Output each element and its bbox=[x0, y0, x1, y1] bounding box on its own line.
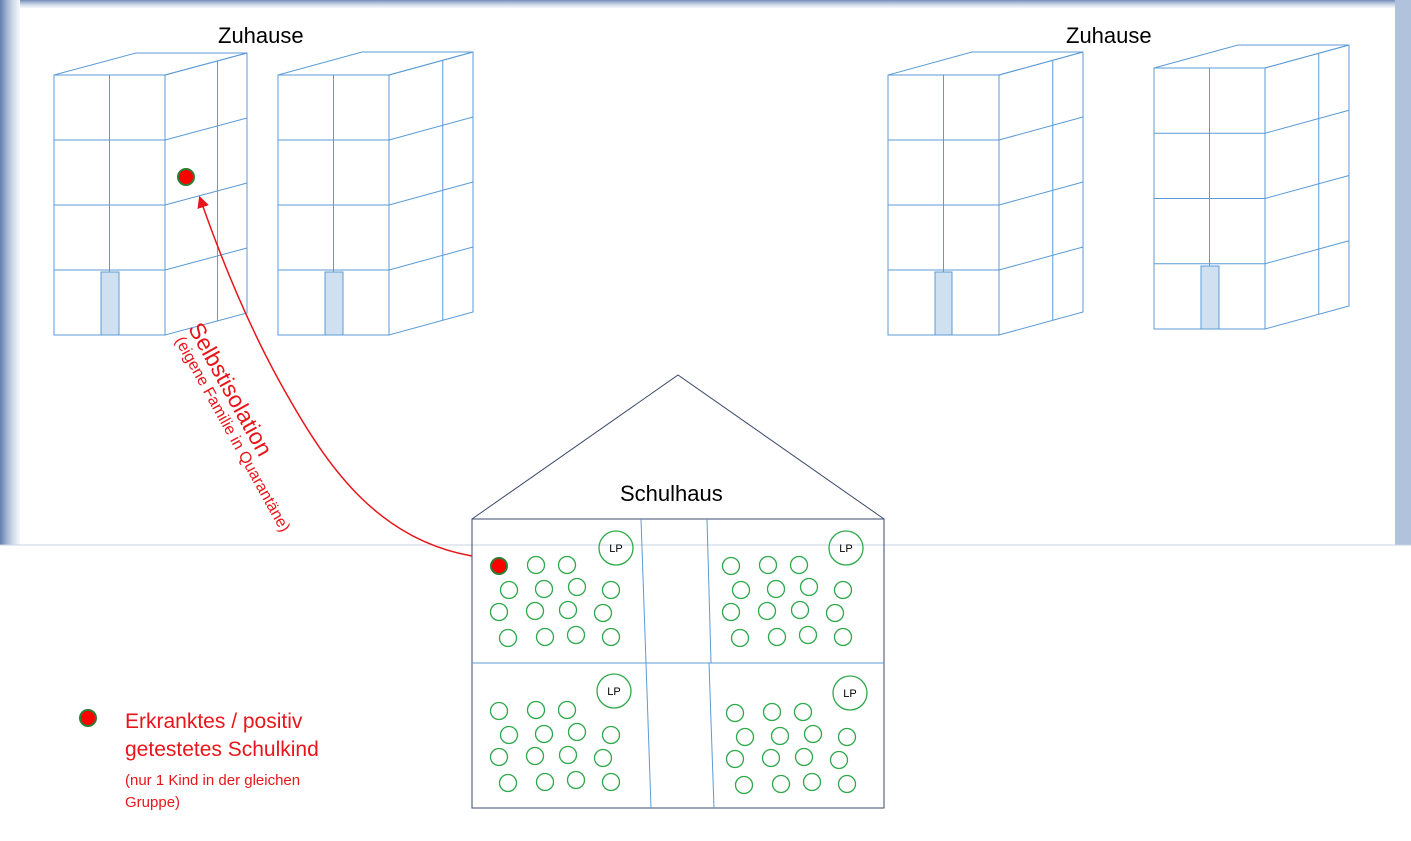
legend-title-line1: Erkranktes / positiv bbox=[125, 710, 303, 733]
sick-child-icon bbox=[490, 557, 508, 575]
door bbox=[934, 271, 953, 336]
child-icon bbox=[566, 625, 586, 645]
child-icon bbox=[734, 775, 754, 795]
school-label: Schulhaus bbox=[620, 481, 723, 506]
child-icon bbox=[837, 727, 857, 747]
child-icon bbox=[770, 726, 790, 746]
child-icon bbox=[725, 749, 745, 769]
child-icon bbox=[771, 774, 791, 794]
sick-child-at-home-icon bbox=[177, 168, 195, 186]
child-icon bbox=[721, 556, 741, 576]
child-icon bbox=[525, 601, 545, 621]
child-icon bbox=[601, 580, 621, 600]
child-icon bbox=[525, 746, 545, 766]
child-icon bbox=[798, 625, 818, 645]
legend: Erkranktes / positiv getestetes Schulkin… bbox=[125, 708, 319, 814]
child-icon bbox=[766, 579, 786, 599]
child-icon bbox=[567, 577, 587, 597]
child-icon bbox=[489, 747, 509, 767]
child-icon bbox=[499, 725, 519, 745]
child-icon bbox=[735, 727, 755, 747]
door bbox=[324, 271, 344, 336]
child-icon bbox=[557, 555, 577, 575]
legend-note-line2: Gruppe) bbox=[125, 794, 181, 811]
child-icon bbox=[499, 580, 519, 600]
child-icon bbox=[758, 555, 778, 575]
child-icon bbox=[790, 600, 810, 620]
child-icon bbox=[757, 601, 777, 621]
child-icon bbox=[837, 774, 857, 794]
child-icon bbox=[534, 724, 554, 744]
legend-sick-child-icon bbox=[79, 709, 97, 727]
child-icon bbox=[833, 627, 853, 647]
legend-title-line2: getestetes Schulkind bbox=[125, 738, 319, 761]
classroom-top-left: LP bbox=[489, 530, 634, 648]
child-icon bbox=[535, 772, 555, 792]
child-icon bbox=[731, 580, 751, 600]
child-icon bbox=[498, 773, 518, 793]
door bbox=[1200, 265, 1220, 330]
child-icon bbox=[489, 701, 509, 721]
child-icon bbox=[725, 703, 745, 723]
child-icon bbox=[534, 579, 554, 599]
home-left-label: Zuhause bbox=[218, 23, 304, 48]
classroom-bottom-right: LP bbox=[725, 675, 868, 795]
child-icon bbox=[767, 627, 787, 647]
child-icon bbox=[730, 628, 750, 648]
child-icon bbox=[498, 628, 518, 648]
school-building: LP LP LP LP bbox=[471, 374, 885, 809]
child-icon bbox=[601, 627, 621, 647]
teacher-label: LP bbox=[609, 543, 622, 555]
child-icon bbox=[799, 577, 819, 597]
classroom-bottom-left: LP bbox=[489, 673, 632, 793]
child-icon bbox=[558, 745, 578, 765]
child-icon bbox=[825, 603, 845, 623]
child-icon bbox=[833, 580, 853, 600]
child-icon bbox=[721, 602, 741, 622]
child-icon bbox=[793, 702, 813, 722]
child-icon bbox=[566, 770, 586, 790]
teacher-label: LP bbox=[607, 686, 620, 698]
building-home-left-2 bbox=[277, 51, 474, 336]
child-icon bbox=[802, 772, 822, 792]
child-icon bbox=[789, 555, 809, 575]
building-home-right-2 bbox=[1153, 44, 1350, 330]
teacher-label: LP bbox=[843, 688, 856, 700]
child-icon bbox=[557, 700, 577, 720]
child-icon bbox=[794, 747, 814, 767]
child-icon bbox=[526, 555, 546, 575]
child-icon bbox=[567, 722, 587, 742]
teacher-icon bbox=[832, 675, 868, 711]
child-icon bbox=[829, 750, 849, 770]
building-home-right-1 bbox=[887, 51, 1084, 336]
door bbox=[100, 271, 120, 336]
child-icon bbox=[526, 700, 546, 720]
child-icon bbox=[601, 772, 621, 792]
legend-note-line1: (nur 1 Kind in der gleichen bbox=[125, 772, 301, 789]
isolation-arrow bbox=[197, 195, 473, 557]
child-icon bbox=[593, 748, 613, 768]
child-icon bbox=[593, 603, 613, 623]
teacher-icon bbox=[598, 530, 634, 566]
child-icon bbox=[601, 725, 621, 745]
child-icon bbox=[558, 600, 578, 620]
buildings-group bbox=[53, 44, 1350, 336]
child-icon bbox=[535, 627, 555, 647]
classroom-top-right: LP bbox=[721, 530, 864, 648]
teacher-label: LP bbox=[839, 543, 852, 555]
child-icon bbox=[803, 724, 823, 744]
teacher-icon bbox=[596, 673, 632, 709]
building-home-left-1 bbox=[53, 52, 248, 336]
home-right-label: Zuhause bbox=[1066, 23, 1152, 48]
school-roof bbox=[471, 374, 885, 520]
teacher-icon bbox=[828, 530, 864, 566]
child-icon bbox=[489, 602, 509, 622]
child-icon bbox=[762, 702, 782, 722]
child-icon bbox=[761, 748, 781, 768]
